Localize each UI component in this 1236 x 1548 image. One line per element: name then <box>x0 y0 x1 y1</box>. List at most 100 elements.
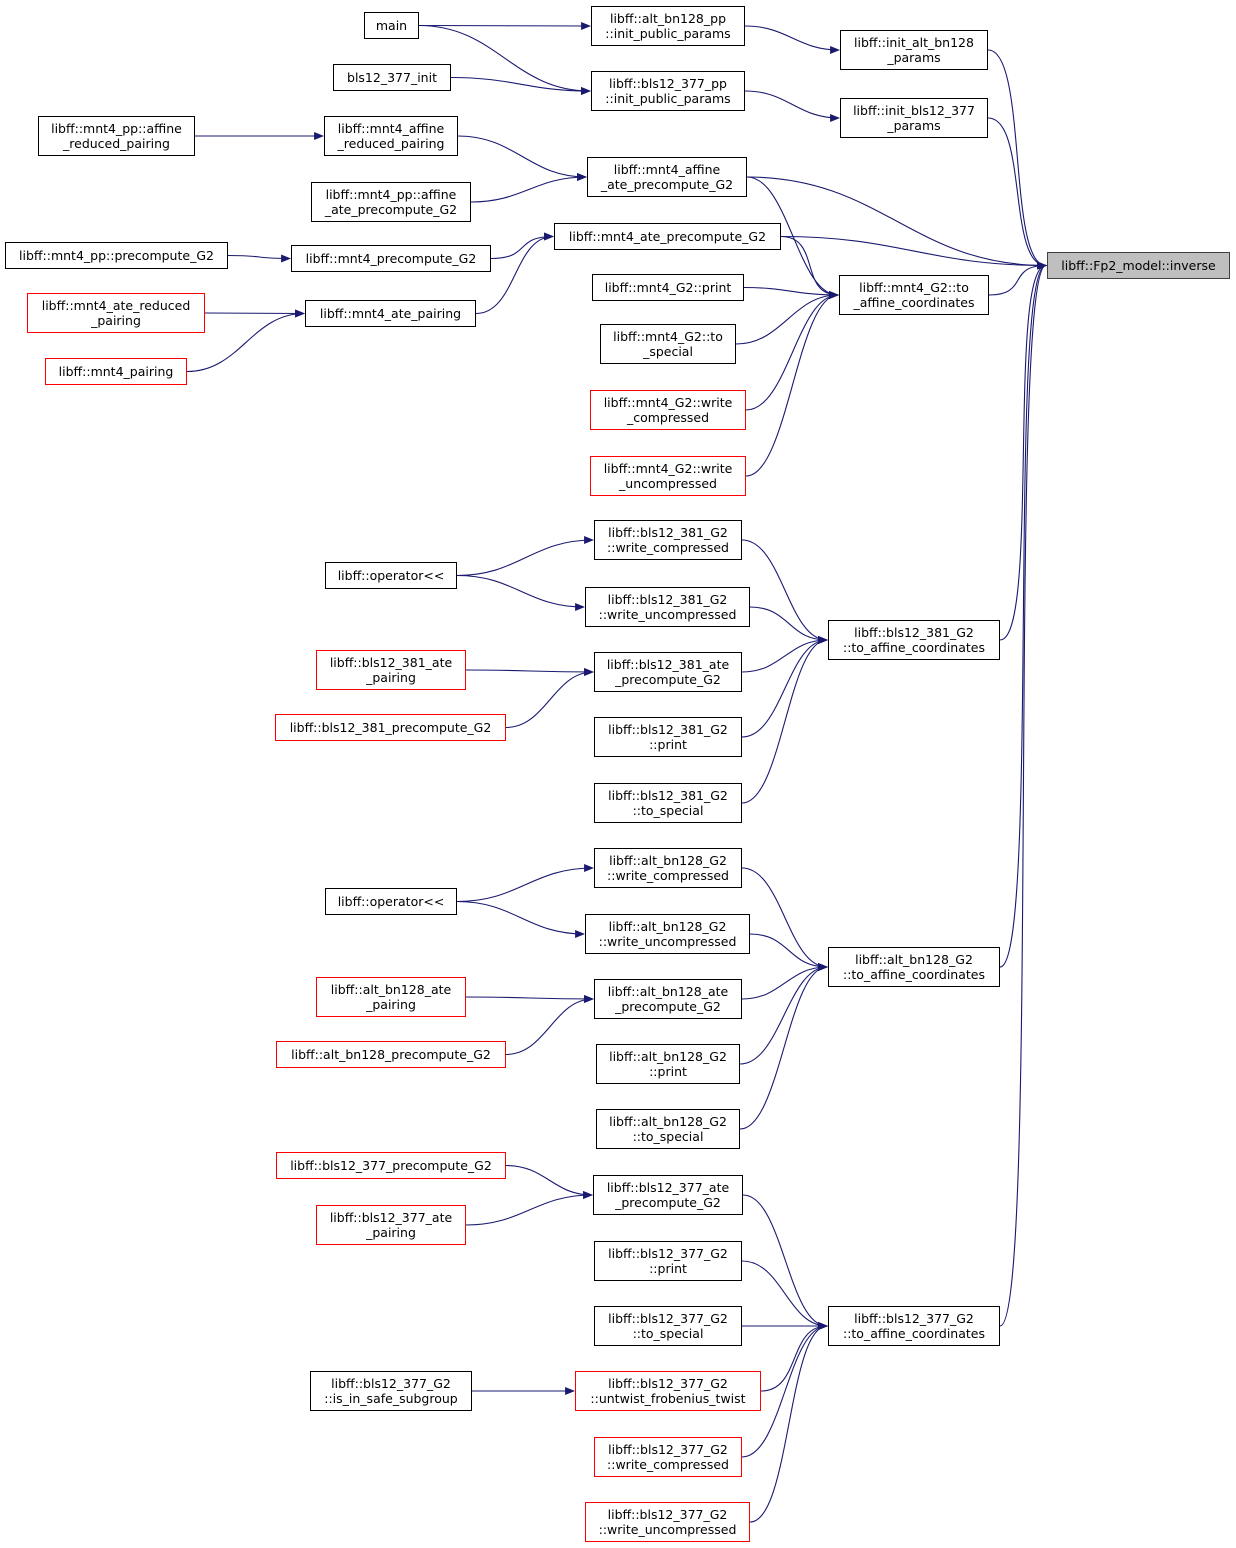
node-label-line: _ate_precompute_G2 <box>324 202 458 217</box>
node-n-bls381-precomp[interactable]: libff::bls12_381_precompute_G2 <box>275 714 506 741</box>
node-n-alt-ate-pair[interactable]: libff::alt_bn128_ate_pairing <box>316 977 466 1017</box>
node-n-bls381-ate-pair[interactable]: libff::bls12_381_ate_pairing <box>316 650 466 690</box>
node-label-line: main <box>375 18 408 33</box>
edge-n-mnt4-precomp-to-n-mnt4-ate-pre <box>490 232 554 260</box>
node-n-bls377-ate-pre[interactable]: libff::bls12_377_ate_precompute_G2 <box>593 1175 743 1215</box>
node-n-init-bls[interactable]: libff::init_bls12_377_params <box>840 98 988 138</box>
node-n-mnt4-to-aff[interactable]: libff::mnt4_G2::to_affine_coordinates <box>839 275 989 315</box>
node-n-bls377-wu[interactable]: libff::bls12_377_G2::write_uncompressed <box>585 1502 750 1542</box>
node-label-line: libff::mnt4_G2::write <box>603 395 733 410</box>
node-n-alt-precomp[interactable]: libff::alt_bn128_precompute_G2 <box>276 1041 506 1068</box>
node-n-mnt4-aff-red[interactable]: libff::mnt4_affine_reduced_pairing <box>324 116 458 156</box>
node-n-alt-pp-init[interactable]: libff::alt_bn128_pp::init_public_params <box>591 6 745 46</box>
node-label-line: _precompute_G2 <box>615 1195 721 1210</box>
edge-n-op2-to-n-alt-wc <box>456 864 594 903</box>
edge-n-init-bls-to-root <box>987 117 1047 270</box>
node-label-line: libff::bls12_377_G2 <box>331 1376 451 1391</box>
node-label-line: libff::bls12_381_G2 <box>608 525 728 540</box>
node-label-line: libff::init_alt_bn128 <box>854 35 974 50</box>
node-label-line: libff::bls12_381_G2 <box>608 788 728 803</box>
node-label-line: ::write_compressed <box>607 868 729 883</box>
node-label-line: ::print <box>649 1261 687 1276</box>
node-label-line: libff::alt_bn128_G2 <box>609 853 727 868</box>
node-n-alt-ate-pre[interactable]: libff::alt_bn128_ate_precompute_G2 <box>594 979 742 1019</box>
node-label-line: libff::bls12_381_G2 <box>607 592 728 607</box>
edge-n-bls381-to-aff-to-root <box>999 261 1047 641</box>
node-label-line: libff::mnt4_pairing <box>58 364 174 379</box>
node-label-line: ::print <box>649 1064 687 1079</box>
node-n-mnt4-wc[interactable]: libff::mnt4_G2::write_compressed <box>590 390 746 430</box>
node-label-line: libff::mnt4_ate_pairing <box>319 306 462 321</box>
node-n-bls377-precomp[interactable]: libff::bls12_377_precompute_G2 <box>276 1152 506 1179</box>
node-n-mnt4-affine-ate[interactable]: libff::mnt4_affine_ate_precompute_G2 <box>587 157 747 197</box>
edge-n-mnt4-aff-red-to-n-mnt4-affine-ate <box>457 135 587 181</box>
edge-n-op1-to-n-bls381-wc <box>456 536 594 577</box>
node-label-line: _reduced_pairing <box>337 136 445 151</box>
node-n-mnt4-ate-red[interactable]: libff::mnt4_ate_reduced_pairing <box>27 293 205 333</box>
node-n-bls-init[interactable]: bls12_377_init <box>333 64 451 91</box>
node-n-bls-pp-init[interactable]: libff::bls12_377_pp::init_public_params <box>591 71 745 111</box>
node-label-line: libff::init_bls12_377 <box>853 103 975 118</box>
node-label-line: libff::bls12_381_ate <box>329 655 453 670</box>
node-n-alt-print[interactable]: libff::alt_bn128_G2::print <box>596 1044 740 1084</box>
edge-n-bls377-ate-pair-to-n-bls377-ate-pre <box>465 1191 593 1226</box>
node-n-mnt4-ate-pair[interactable]: libff::mnt4_ate_pairing <box>305 300 476 327</box>
node-label-line: libff::bls12_377_G2 <box>608 1311 728 1326</box>
edge-n-bls381-print-to-n-bls381-to-aff <box>741 636 828 738</box>
edge-n-bls377-untwist-to-n-bls377-to-aff <box>760 1322 828 1392</box>
node-n-bls381-wc[interactable]: libff::bls12_381_G2::write_compressed <box>594 520 742 560</box>
node-n-bls381-to-aff[interactable]: libff::bls12_381_G2::to_affine_coordinat… <box>828 620 1000 660</box>
edge-n-mnt4-affine-ate-to-root <box>746 176 1047 270</box>
node-n-op2[interactable]: libff::operator<< <box>325 888 457 915</box>
edge-n-bls-pp-init-to-n-init-bls <box>744 90 840 122</box>
edge-n-bls-init-to-n-bls-pp-init <box>450 76 591 95</box>
node-n-bls377-untwist[interactable]: libff::bls12_377_G2::untwist_frobenius_t… <box>575 1371 761 1411</box>
node-n-mnt4-pairing[interactable]: libff::mnt4_pairing <box>45 358 187 385</box>
node-n-pp-aff-red[interactable]: libff::mnt4_pp::affine_reduced_pairing <box>38 116 195 156</box>
node-n-init-alt[interactable]: libff::init_alt_bn128_params <box>840 30 988 70</box>
edge-n-bls381-wu-to-n-bls381-to-aff <box>749 606 828 644</box>
node-n-main[interactable]: main <box>364 12 419 39</box>
node-label-line: ::to_special <box>632 1326 704 1341</box>
node-label-line: libff::bls12_377_pp <box>609 76 727 91</box>
edge-n-op1-to-n-bls381-wu <box>456 574 585 611</box>
edge-n-alt-tospec-to-n-alt-to-aff <box>739 963 828 1130</box>
edge-n-mnt4-ate-pair-to-n-mnt4-ate-pre <box>475 232 554 315</box>
node-label-line: _precompute_G2 <box>615 672 721 687</box>
node-n-bls377-ate-pair[interactable]: libff::bls12_377_ate_pairing <box>316 1205 466 1245</box>
node-n-bls377-wc[interactable]: libff::bls12_377_G2::write_compressed <box>594 1437 742 1477</box>
node-n-alt-to-aff[interactable]: libff::alt_bn128_G2::to_affine_coordinat… <box>828 947 1000 987</box>
node-n-bls377-to-aff[interactable]: libff::bls12_377_G2::to_affine_coordinat… <box>828 1306 1000 1346</box>
node-n-alt-wc[interactable]: libff::alt_bn128_G2::write_compressed <box>594 848 742 888</box>
node-n-bls377-tospec[interactable]: libff::bls12_377_G2::to_special <box>594 1306 742 1346</box>
node-n-bls381-wu[interactable]: libff::bls12_381_G2::write_uncompressed <box>585 587 750 627</box>
edge-n-alt-precomp-to-n-alt-ate-pre <box>505 995 594 1056</box>
node-n-alt-tospec[interactable]: libff::alt_bn128_G2::to_special <box>596 1109 740 1149</box>
node-n-mnt4-tospec[interactable]: libff::mnt4_G2::to_special <box>600 324 736 364</box>
node-n-pp-aff-ate[interactable]: libff::mnt4_pp::affine_ate_precompute_G2 <box>311 182 471 222</box>
node-n-bls381-tospec[interactable]: libff::bls12_381_G2::to_special <box>594 783 742 823</box>
node-label-line: _special <box>643 344 693 359</box>
node-n-bls381-ate-pre[interactable]: libff::bls12_381_ate_precompute_G2 <box>594 652 742 692</box>
node-label-line: libff::operator<< <box>337 894 445 909</box>
node-n-mnt4-wu[interactable]: libff::mnt4_G2::write_uncompressed <box>590 456 746 496</box>
node-label-line: _pairing <box>366 670 416 685</box>
node-label-line: ::write_uncompressed <box>598 607 737 622</box>
edge-n-bls377-ate-pre-to-n-bls377-to-aff <box>742 1194 828 1330</box>
edge-n-mnt4-affine-ate-to-n-mnt4-to-aff <box>746 176 839 299</box>
node-n-bls377-print[interactable]: libff::bls12_377_G2::print <box>594 1241 742 1281</box>
node-n-mnt4-precomp[interactable]: libff::mnt4_precompute_G2 <box>291 245 491 272</box>
node-n-mnt4-print[interactable]: libff::mnt4_G2::print <box>592 274 744 301</box>
node-n-alt-wu[interactable]: libff::alt_bn128_G2::write_uncompressed <box>585 914 750 954</box>
node-label-line: libff::mnt4_pp::affine <box>51 121 182 136</box>
node-label-line: libff::bls12_377_G2 <box>608 1442 728 1457</box>
edge-n-bls377-to-aff-to-root <box>999 261 1047 1327</box>
node-n-bls377-safe[interactable]: libff::bls12_377_G2::is_in_safe_subgroup <box>310 1371 472 1411</box>
node-n-pp-precomp[interactable]: libff::mnt4_pp::precompute_G2 <box>5 242 228 269</box>
edge-n-mnt4-print-to-n-mnt4-to-aff <box>743 286 839 299</box>
node-n-mnt4-ate-pre[interactable]: libff::mnt4_ate_precompute_G2 <box>554 223 781 250</box>
node-label-line: _pairing <box>366 997 416 1012</box>
edge-n-op2-to-n-alt-wu <box>456 900 585 938</box>
node-n-op1[interactable]: libff::operator<< <box>325 562 457 589</box>
node-n-bls381-print[interactable]: libff::bls12_381_G2::print <box>594 717 742 757</box>
